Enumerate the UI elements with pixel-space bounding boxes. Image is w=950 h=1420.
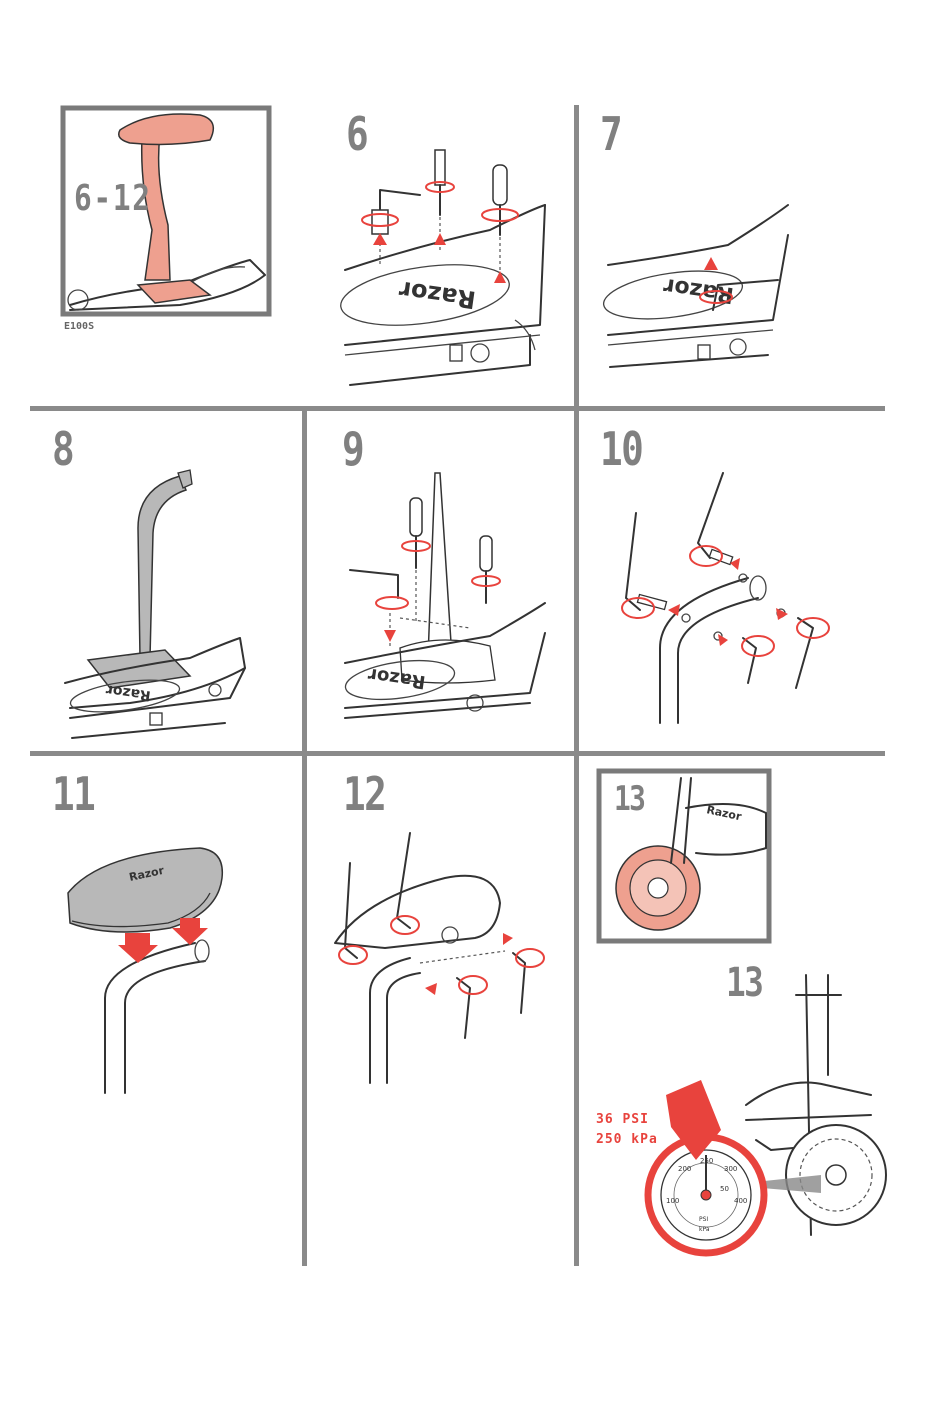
step7-panel: 7 Razor [598,105,798,405]
step8-brand: Razor [105,681,152,703]
step11-label: 11 [52,771,94,817]
gauge-tick-300: 300 [724,1165,737,1173]
rule-v-mid-right [574,406,579,1266]
gauge-unit-kpa: kPa [699,1226,710,1233]
gauge-tick-50: 50 [720,1185,729,1193]
step10-panel: 10 [598,418,858,748]
step6-panel: 6 Razor [340,105,570,405]
rule-h2 [30,751,885,756]
rule-v-top [574,105,579,407]
rule-h1 [30,406,885,411]
step13-inset-label: 13 [614,782,644,816]
step6-illustration: Razor [340,105,570,395]
step8-panel: 8 Razor [50,418,300,748]
step7-label: 7 [600,111,621,157]
gauge-tick-100: 100 [666,1197,679,1205]
step9-panel: 9 Razor [340,418,570,748]
step13-panel: 13 200 250 300 100 400 50 PSI kPa 36 PSI… [596,955,886,1255]
step11-panel: 11 Razor [50,763,300,1103]
pressure-psi: 36 PSI [596,1112,649,1127]
rule-v-mid-left [302,406,307,1266]
step7-illustration: Razor [598,105,798,375]
step8-illustration: Razor [50,418,300,748]
step6-label: 6 [346,111,367,157]
overview-illustration [60,105,275,335]
pressure-kpa: 250 kPa [596,1132,658,1147]
gauge-tick-250: 250 [700,1157,713,1165]
model-label: E100S [64,321,94,332]
step12-label: 12 [343,771,385,817]
step12-panel: 12 [325,763,570,1103]
overview-label: 6-12 [74,181,152,217]
overview-panel: 6-12 E100S [60,105,275,335]
step10-label: 10 [600,426,642,472]
step13-inset-panel: Razor 13 [596,768,774,946]
step13-label: 13 [726,963,762,1003]
step9-label: 9 [342,426,363,472]
step9-illustration: Razor [340,418,570,738]
gauge-unit-psi: PSI [699,1216,708,1223]
step6-brand: Razor [397,275,477,313]
step8-label: 8 [52,426,73,472]
gauge-tick-400: 400 [734,1197,747,1205]
gauge-tick-200: 200 [678,1165,691,1173]
